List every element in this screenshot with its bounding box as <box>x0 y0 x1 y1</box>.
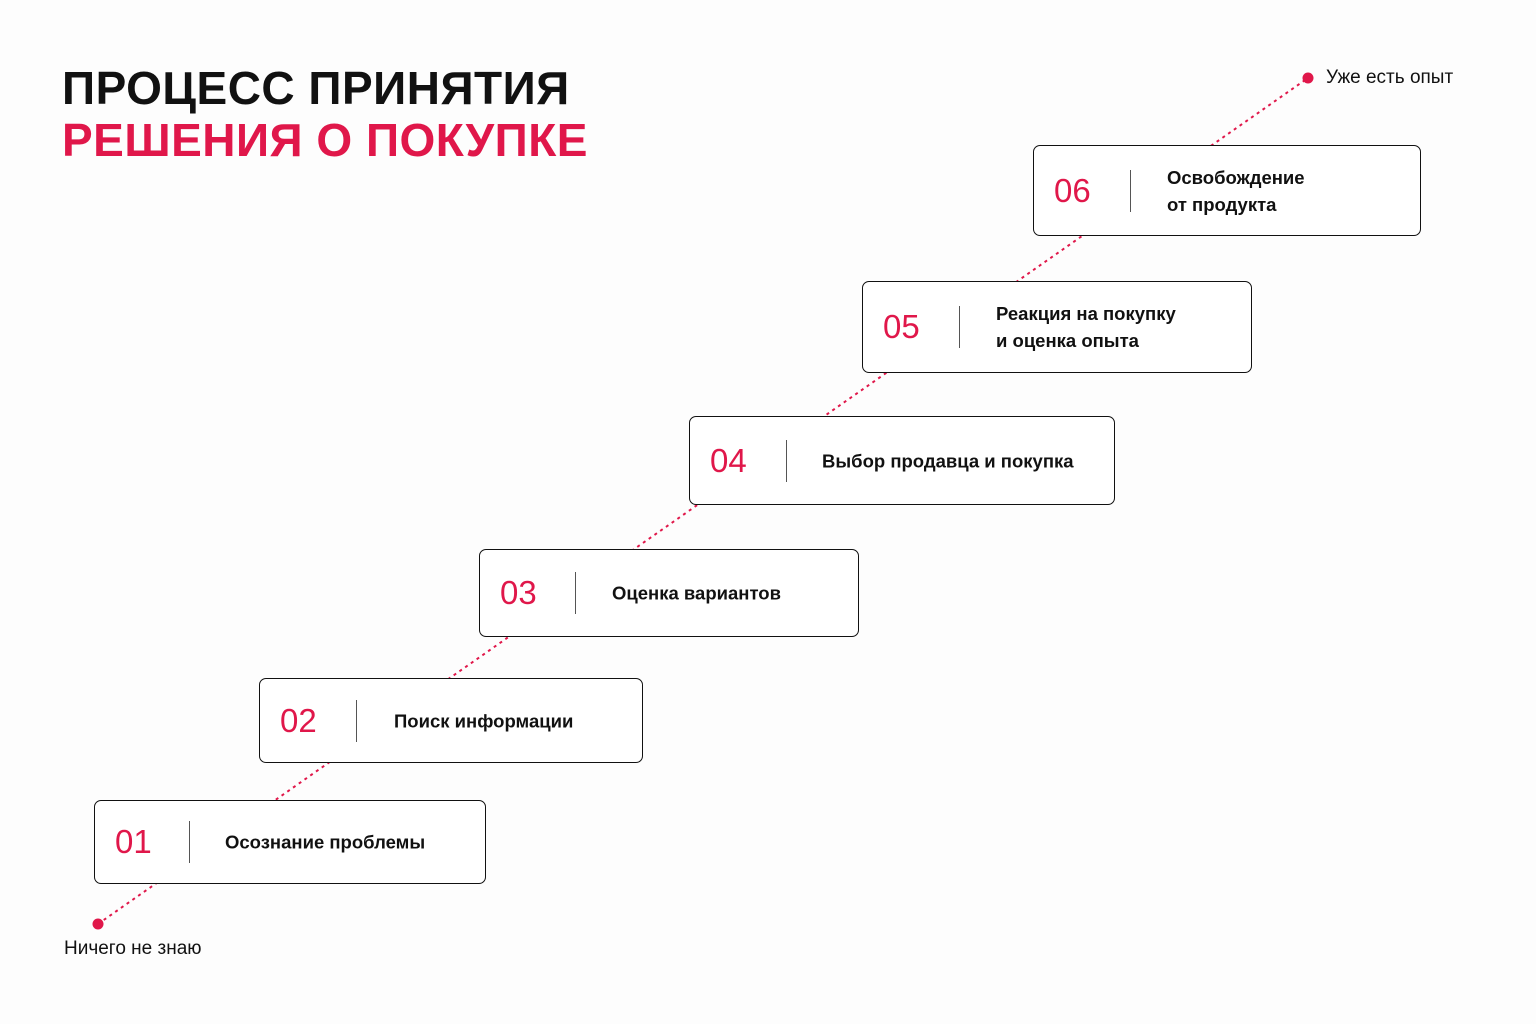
step-05-card: 05 Реакция на покупку и оценка опыта <box>862 281 1252 373</box>
step-06-card: 06 Освобождение от продукта <box>1033 145 1421 236</box>
end-dot <box>1302 72 1314 84</box>
step-divider <box>356 699 357 742</box>
step-number: 04 <box>710 441 747 479</box>
step-label-line: и оценка опыта <box>996 330 1139 351</box>
end-label: Уже есть опыт <box>1326 67 1454 88</box>
step-label-line: Оценка вариантов <box>612 582 781 604</box>
step-label-line: Выбор продавца и покупка <box>822 450 1074 471</box>
step-label-line: Поиск информации <box>394 710 574 731</box>
page-title: ПРОЦЕСС ПРИНЯТИЯ РЕШЕНИЯ О ПОКУПКЕ <box>62 62 588 166</box>
step-label-line: Реакция на покупку <box>996 303 1176 324</box>
step-label: Реакция на покупку и оценка опыта <box>996 300 1176 354</box>
step-divider <box>959 306 960 348</box>
step-number: 05 <box>883 308 920 345</box>
step-divider <box>1130 169 1131 212</box>
title-line-1: ПРОЦЕСС ПРИНЯТИЯ <box>62 62 570 114</box>
title-line-2: РЕШЕНИЯ О ПОКУПКЕ <box>62 114 588 166</box>
step-divider <box>189 821 190 863</box>
step-label-line: Освобождение <box>1167 166 1305 188</box>
step-label: Осознание проблемы <box>225 829 425 856</box>
start-label: Ничего не знаю <box>64 938 202 959</box>
step-number: 06 <box>1054 171 1091 209</box>
step-label: Освобождение от продукта <box>1167 164 1305 218</box>
step-01-card: 01 Осознание проблемы <box>94 800 486 884</box>
step-04-card: 04 Выбор продавца и покупка <box>689 416 1115 505</box>
step-label-line: от продукта <box>1167 193 1277 215</box>
step-number: 03 <box>500 574 537 611</box>
start-dot <box>92 918 104 930</box>
step-label-line: Осознание проблемы <box>225 831 426 853</box>
step-divider <box>786 439 787 482</box>
step-number: 02 <box>280 701 317 739</box>
step-label: Поиск информации <box>394 707 573 734</box>
step-label: Выбор продавца и покупка <box>822 447 1074 474</box>
step-02-card: 02 Поиск информации <box>259 678 643 763</box>
step-number: 01 <box>115 823 152 860</box>
dotted-connector-line <box>97 77 1309 925</box>
step-03-card: 03 Оценка вариантов <box>479 549 859 637</box>
step-divider <box>575 572 576 614</box>
step-label: Оценка вариантов <box>612 580 781 607</box>
